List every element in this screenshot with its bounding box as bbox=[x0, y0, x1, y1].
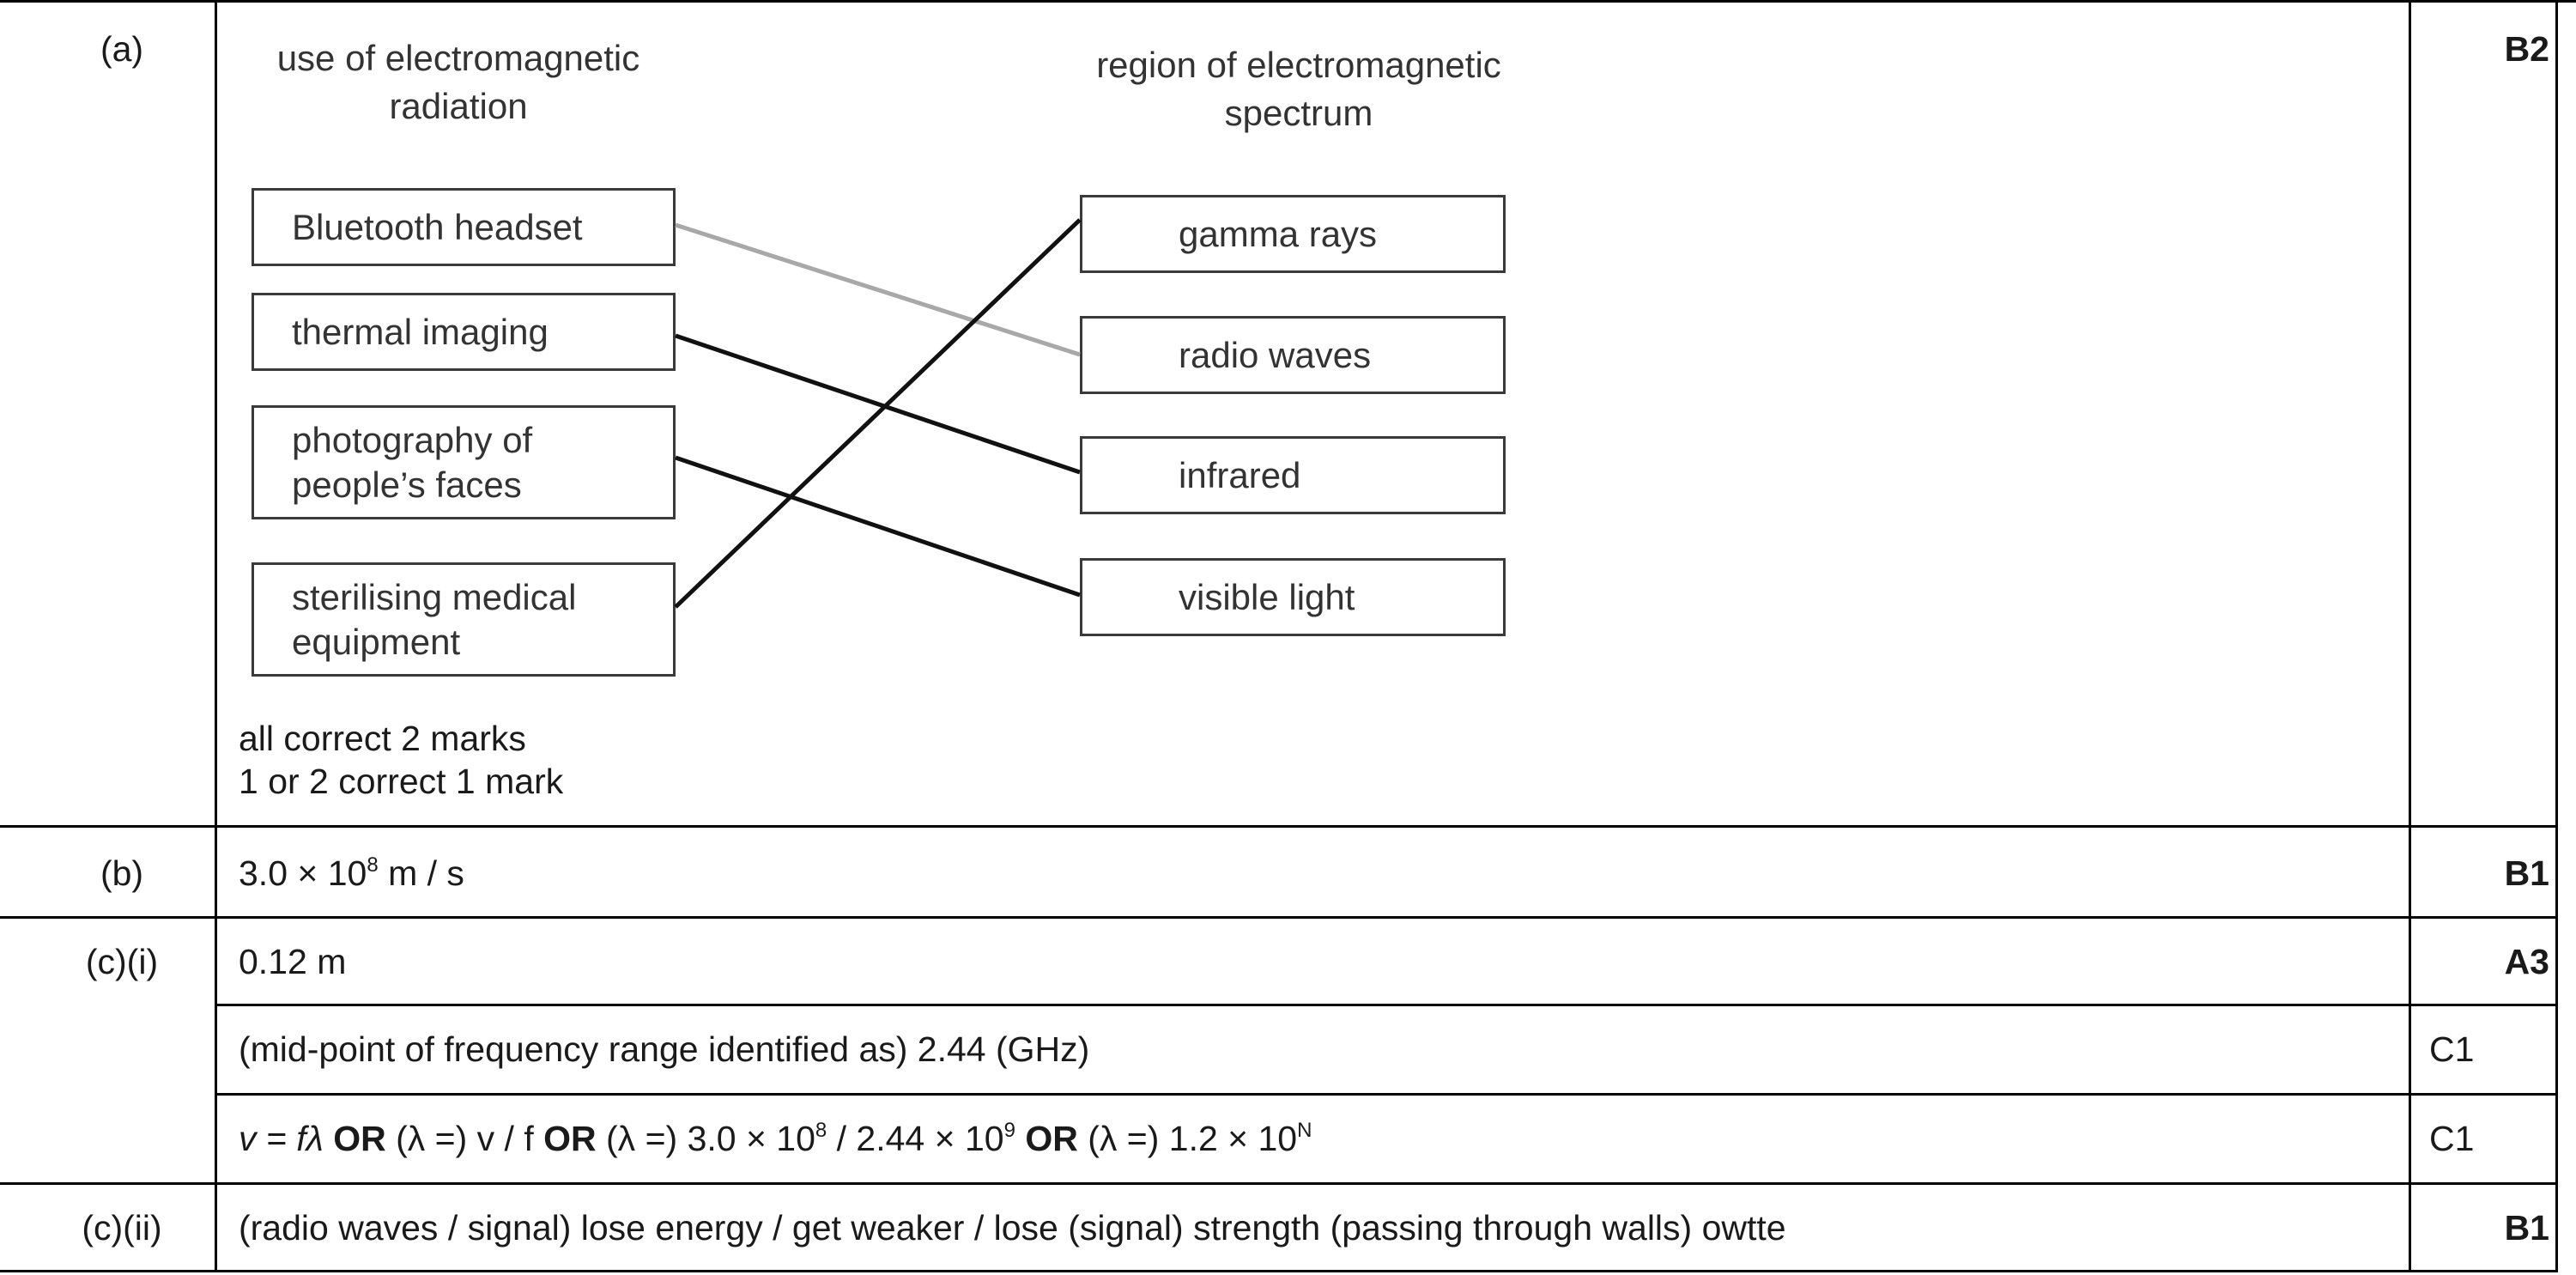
mark-ci-step1: C1 bbox=[2429, 1029, 2475, 1069]
answer-cii: (radio waves / signal) lose energy / get… bbox=[239, 1208, 1786, 1248]
match-line-photography-visible bbox=[675, 455, 1081, 598]
use-box-thermal: thermal imaging bbox=[252, 293, 676, 371]
row-divider-ci-cii bbox=[0, 1182, 2558, 1185]
mark-b: B1 bbox=[2504, 853, 2549, 893]
region-box-radio: radio waves bbox=[1080, 316, 1506, 394]
table-border-bottom bbox=[0, 1270, 2558, 1272]
mark-ci-step2: C1 bbox=[2429, 1119, 2475, 1158]
region-box-gamma: gamma rays bbox=[1080, 195, 1506, 273]
right-column-header: region of electromagnetic spectrum bbox=[1096, 45, 1501, 133]
table-border-top bbox=[0, 0, 2576, 3]
question-label-ci: (c)(i) bbox=[85, 942, 159, 981]
answer-b: 3.0 × 108 m / s bbox=[239, 853, 464, 893]
column-divider-mark bbox=[2409, 0, 2411, 1272]
left-column-header: use of electromagnetic radiation bbox=[276, 38, 640, 126]
marking-guidance: all correct 2 marks 1 or 2 correct 1 mar… bbox=[239, 719, 564, 801]
answer-ci-step1: (mid-point of frequency range identified… bbox=[239, 1029, 1090, 1069]
match-line-bluetooth-radio bbox=[675, 222, 1081, 357]
question-label-a: (a) bbox=[100, 29, 144, 69]
use-box-bluetooth: Bluetooth headset bbox=[252, 188, 676, 266]
match-line-sterilising-gamma bbox=[674, 218, 1082, 609]
question-label-b: (b) bbox=[100, 853, 144, 893]
answer-ci: 0.12 m bbox=[239, 942, 347, 981]
mark-cii: B1 bbox=[2504, 1208, 2549, 1248]
table-border-right bbox=[2555, 0, 2558, 1272]
use-box-photography: photography of people’s faces bbox=[252, 405, 676, 519]
row-divider-sub1-sub2 bbox=[215, 1093, 2558, 1096]
region-box-infrared: infrared bbox=[1080, 436, 1506, 514]
row-divider-a-b bbox=[0, 825, 2558, 828]
mark-ci: A3 bbox=[2504, 942, 2549, 981]
answer-ci-step2: v = fλ OR (λ =) v / f OR (λ =) 3.0 × 108… bbox=[239, 1119, 1312, 1158]
mark-a: B2 bbox=[2504, 29, 2549, 69]
region-box-visible: visible light bbox=[1080, 558, 1506, 636]
match-line-thermal-infrared bbox=[675, 333, 1081, 475]
question-label-cii: (c)(ii) bbox=[82, 1208, 162, 1248]
use-box-sterilising: sterilising medical equipment bbox=[252, 562, 676, 677]
column-divider-label bbox=[215, 0, 217, 1272]
row-divider-ci-sub1 bbox=[215, 1004, 2558, 1006]
row-divider-b-ci bbox=[0, 916, 2558, 919]
